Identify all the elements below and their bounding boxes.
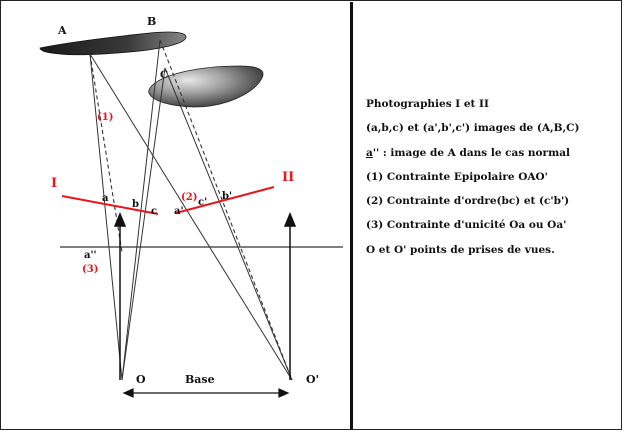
label-image-c: c [151,206,157,217]
label-image-c-prime: c' [198,197,207,208]
dashed-rays [89,39,293,381]
legend-line-epipolar: (1) Contrainte Epipolaire OAO' [366,170,548,183]
photo-plane-II [175,186,275,214]
ray-B-Oprime [159,39,293,381]
stereo-diagram: A B C a b c a' c' b' a'' O O' Base I II … [39,15,343,398]
ray-A-O [89,53,123,381]
constraint-marker-3: (3) [82,264,98,275]
ray-C-O [121,67,166,381]
ray-A-normal [89,53,123,253]
legend-line-order: (2) Contrainte d'ordre(bc) et (c'b') [366,195,570,208]
legend-line-normal-image: a'' : image de A dans le cas normal [366,146,570,159]
photo-plane-I [61,195,159,215]
object-surface-c [148,65,264,108]
legend-line-images: (a,b,c) et (a',b',c') images de (A,B,C) [366,122,580,135]
arrow-left-icon [122,388,134,398]
label-image-a: a [102,193,109,204]
label-point-B: B [147,15,156,28]
panel-divider [350,2,353,430]
label-point-O-prime: O' [306,373,319,386]
object-surface-ab [39,31,187,56]
label-base: Base [185,373,215,386]
constraint-marker-2: (2) [181,192,197,203]
ray-A-Oprime [89,53,293,381]
ray-C-Oprime [164,67,293,381]
legend-line-viewpoints: O et O' points de prises de vues. [366,243,555,256]
legend-line-photographs: Photographies I et II [366,98,489,110]
label-point-O: O [136,373,146,386]
legend-line-uniqueness: (3) Contrainte d'unicité Oa ou Oa' [366,219,567,232]
label-image-b-prime: b' [222,191,232,202]
photo-planes [61,186,275,215]
arrow-right-icon [278,388,290,398]
optical-axes [113,212,297,380]
label-photo-II: II [282,170,294,185]
legend: Photographies I et II (a,b,c) et (a',b',… [366,92,616,262]
diagram-panel: A B C a b c a' c' b' a'' O O' Base I II … [39,15,343,398]
label-image-b: b [132,199,139,210]
arrow-up-icon [283,212,297,227]
label-point-C: C [160,70,168,81]
label-image-a-double: a'' [84,250,97,261]
arrow-up-icon [113,212,127,227]
constraint-marker-1: (1) [97,112,113,123]
label-point-A: A [57,24,67,37]
label-image-a-prime: a' [174,206,184,217]
label-photo-I: I [51,176,57,191]
base-arrow [122,388,290,398]
